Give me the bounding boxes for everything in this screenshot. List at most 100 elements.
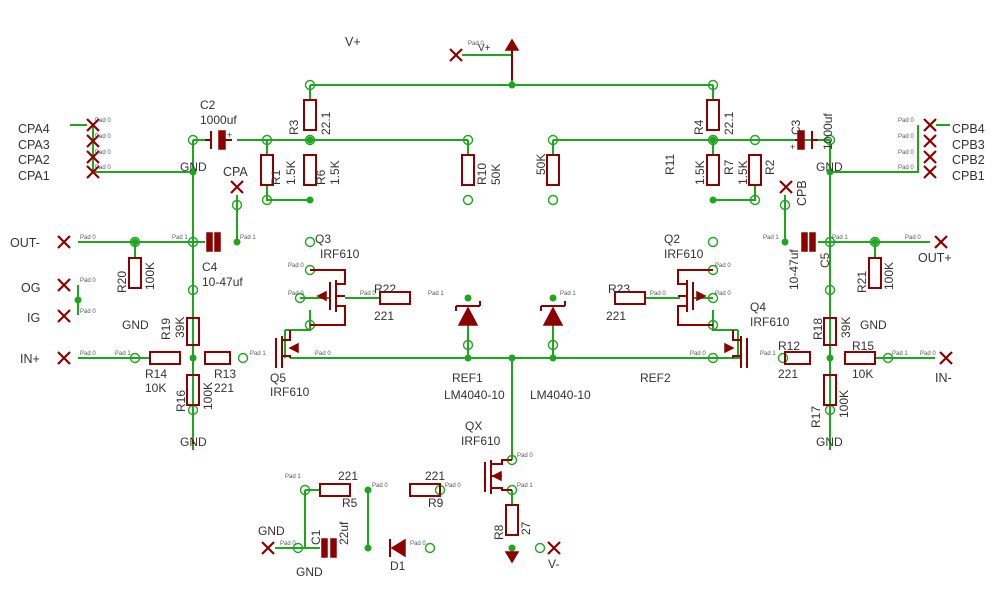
pad-label: Pad 1 bbox=[517, 483, 533, 489]
pin-ring bbox=[547, 134, 559, 146]
pad-label: Pad 0 bbox=[898, 150, 914, 156]
pin-ring bbox=[304, 79, 316, 91]
pad-label: Pad 1 bbox=[285, 474, 301, 480]
port-x-icon[interactable] bbox=[86, 150, 100, 164]
port-x-icon[interactable] bbox=[57, 278, 71, 292]
r8-name: R8 bbox=[492, 524, 506, 540]
pad-label: Pad 1 bbox=[892, 351, 908, 357]
ref1-value: LM4040-10 bbox=[444, 388, 505, 402]
wire-cpb-bus bbox=[830, 125, 919, 173]
pad-label: Pad 1 bbox=[240, 235, 256, 241]
resistor-r7-body bbox=[706, 154, 720, 186]
pin-ring bbox=[187, 284, 199, 296]
zener-ref2-triangle bbox=[542, 306, 564, 326]
r11-name: R11 bbox=[663, 154, 677, 175]
pad-label: Pad 1 bbox=[428, 291, 444, 297]
port-x-icon[interactable] bbox=[57, 309, 71, 323]
port-x-icon[interactable] bbox=[923, 134, 937, 148]
port-cpa3-label: CPA3 bbox=[18, 138, 50, 152]
cap-c4-plate bbox=[206, 232, 213, 252]
pin-ring bbox=[707, 352, 719, 364]
port-x-icon[interactable] bbox=[57, 351, 71, 365]
vminus-arrow-icon bbox=[504, 551, 520, 564]
gnd-label: GND bbox=[180, 160, 207, 174]
junction bbox=[709, 196, 717, 204]
junction bbox=[781, 238, 789, 246]
c3-name: C3 bbox=[789, 119, 803, 135]
q4-name: Q4 bbox=[750, 300, 766, 314]
junction bbox=[74, 296, 82, 304]
cap-c5-plate bbox=[809, 232, 816, 252]
port-x-icon[interactable] bbox=[939, 351, 953, 365]
port-x-icon[interactable] bbox=[934, 235, 948, 249]
text-labels: V+ V+ V- CPA4 CPA3 CPA2 CPA1 CPB4 CPB3 C… bbox=[10, 35, 985, 579]
pin-ring bbox=[299, 484, 311, 496]
junction bbox=[306, 136, 314, 144]
port-x-icon[interactable] bbox=[86, 165, 100, 179]
cap-c1-plate bbox=[330, 538, 337, 558]
junction bbox=[709, 136, 717, 144]
r3-name: R3 bbox=[287, 119, 301, 135]
port-x-icon[interactable] bbox=[86, 134, 100, 148]
port-x-icon[interactable] bbox=[261, 541, 275, 555]
wire-r2-r7-bot bbox=[713, 185, 756, 201]
pin-ring bbox=[292, 542, 304, 554]
resistor-r2-body bbox=[748, 154, 762, 186]
port-cpa2-label: CPA2 bbox=[18, 153, 50, 167]
resistor-r14-body bbox=[149, 351, 181, 365]
pin-ring bbox=[462, 194, 474, 206]
port-x-icon[interactable] bbox=[923, 150, 937, 164]
pin-ring bbox=[824, 134, 836, 146]
port-x-icon[interactable] bbox=[86, 118, 100, 132]
mosfet-q2-arrow bbox=[696, 290, 707, 302]
q5-name: Q5 bbox=[270, 371, 286, 385]
r20-name: R20 bbox=[115, 271, 129, 293]
r22-value: 221 bbox=[374, 309, 394, 323]
port-cpb4-label: CPB4 bbox=[952, 122, 985, 136]
resistor-r3-body bbox=[303, 99, 317, 131]
port-cpb2-label: CPB2 bbox=[952, 153, 985, 167]
resistor-r8-body bbox=[505, 504, 519, 536]
pin-ring bbox=[779, 199, 791, 211]
q3-name: Q3 bbox=[315, 232, 331, 246]
capacitors: + + bbox=[205, 130, 818, 558]
pad-label: Pad 0 bbox=[80, 309, 96, 315]
pin-ring bbox=[462, 134, 474, 146]
pad-label: Pad 0 bbox=[650, 291, 666, 297]
pad-label: Pad 1 bbox=[115, 351, 131, 357]
port-x-icon[interactable] bbox=[923, 165, 937, 179]
port-in-minus-label: IN- bbox=[935, 371, 952, 385]
port-x-icon[interactable] bbox=[57, 235, 71, 249]
pad-label: Pad 0 bbox=[898, 165, 914, 171]
r20-value: 100K bbox=[143, 262, 157, 290]
port-x-icon[interactable] bbox=[230, 180, 244, 194]
resistor-r9-body bbox=[409, 483, 441, 497]
junction bbox=[233, 238, 241, 246]
pin-ring bbox=[777, 352, 789, 364]
pin-ring bbox=[129, 236, 141, 248]
port-x-icon[interactable] bbox=[779, 180, 793, 194]
pad-label: Pad 1 bbox=[760, 351, 776, 357]
pin-ring bbox=[237, 352, 249, 364]
r9-value: 221 bbox=[425, 469, 445, 483]
r21-value: 100K bbox=[882, 262, 896, 290]
pin-ring bbox=[707, 236, 719, 248]
pad-label: Pad 0 bbox=[80, 351, 96, 357]
junction bbox=[871, 238, 879, 246]
port-x-icon[interactable] bbox=[547, 541, 561, 555]
r17-name: R17 bbox=[809, 406, 823, 428]
port-x-icon[interactable] bbox=[449, 48, 463, 62]
mosfet-qx-arrow bbox=[491, 470, 502, 482]
pin-ring bbox=[749, 194, 761, 206]
gnd-label: GND bbox=[816, 160, 843, 174]
c5-value: 10-47uf bbox=[787, 249, 801, 290]
pin-ring bbox=[261, 194, 273, 206]
port-x-icon[interactable] bbox=[923, 118, 937, 132]
pad-label: Pad 0 bbox=[280, 541, 296, 547]
pin-ring bbox=[882, 352, 894, 364]
junction bbox=[549, 354, 557, 362]
r17-value: 100K bbox=[837, 390, 851, 418]
cap-c5-plate bbox=[801, 232, 808, 252]
junction bbox=[826, 168, 834, 176]
r15-name: R15 bbox=[852, 339, 874, 353]
